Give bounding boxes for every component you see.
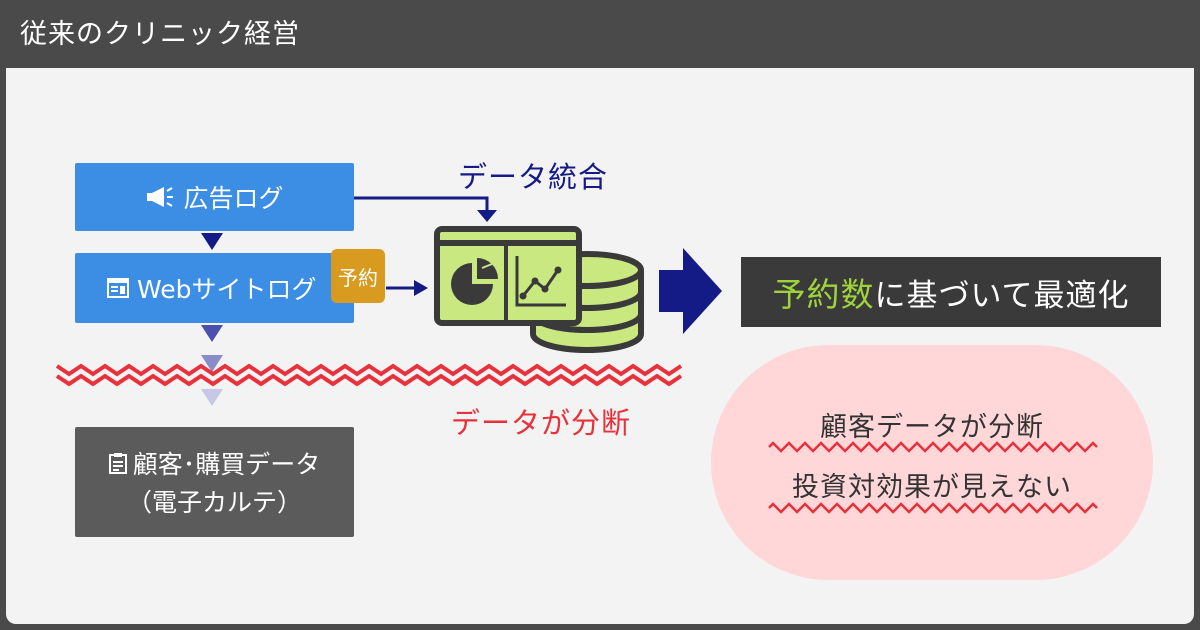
problem-item: 顧客データが分断	[820, 412, 1044, 443]
web-log-arrowhead	[414, 280, 428, 296]
problem-item: 投資対効果が見えない	[792, 472, 1072, 503]
web-log-label: Webサイトログ	[137, 275, 317, 304]
ad-log-label: 広告ログ	[183, 184, 284, 213]
customer-data-label: 顧客･購買データ	[132, 450, 321, 479]
integration-label: データ統合	[458, 160, 609, 194]
customer-data-box: 顧客･購買データ （電子カルテ）	[75, 427, 354, 537]
dashboard-icon	[434, 226, 582, 326]
ad-log-box: 広告ログ	[75, 163, 354, 231]
flow-triangle-fade-2	[201, 355, 223, 372]
browser-window-icon	[107, 278, 129, 298]
result-box: 予約数に基づいて最適化	[741, 257, 1161, 327]
result-highlight: 予約数	[772, 275, 875, 314]
result-text: に基づいて最適化	[874, 277, 1130, 314]
ad-log-arrowhead	[477, 210, 497, 222]
split-zigzag-bottom	[55, 373, 683, 387]
flow-triangle-fade-3	[201, 389, 223, 406]
reservation-badge: 予約	[331, 249, 385, 303]
clipboard-icon	[108, 452, 127, 474]
arrow-right-icon	[659, 248, 722, 334]
split-zigzag-top	[55, 363, 683, 377]
flow-triangle-fade-1	[201, 325, 223, 342]
problem-underline	[768, 441, 1098, 453]
problem-underline	[768, 502, 1098, 514]
page-title: 従来のクリニック経営	[20, 19, 300, 50]
ad-log-connector	[354, 196, 489, 212]
customer-data-sublabel: （電子カルテ）	[126, 488, 302, 517]
flow-triangle-down	[201, 233, 223, 250]
web-log-box: Webサイトログ	[75, 253, 354, 323]
megaphone-icon	[145, 185, 175, 209]
split-label: データが分断	[451, 406, 632, 440]
problems-pill: 顧客データが分断 投資対効果が見えない	[711, 345, 1153, 580]
